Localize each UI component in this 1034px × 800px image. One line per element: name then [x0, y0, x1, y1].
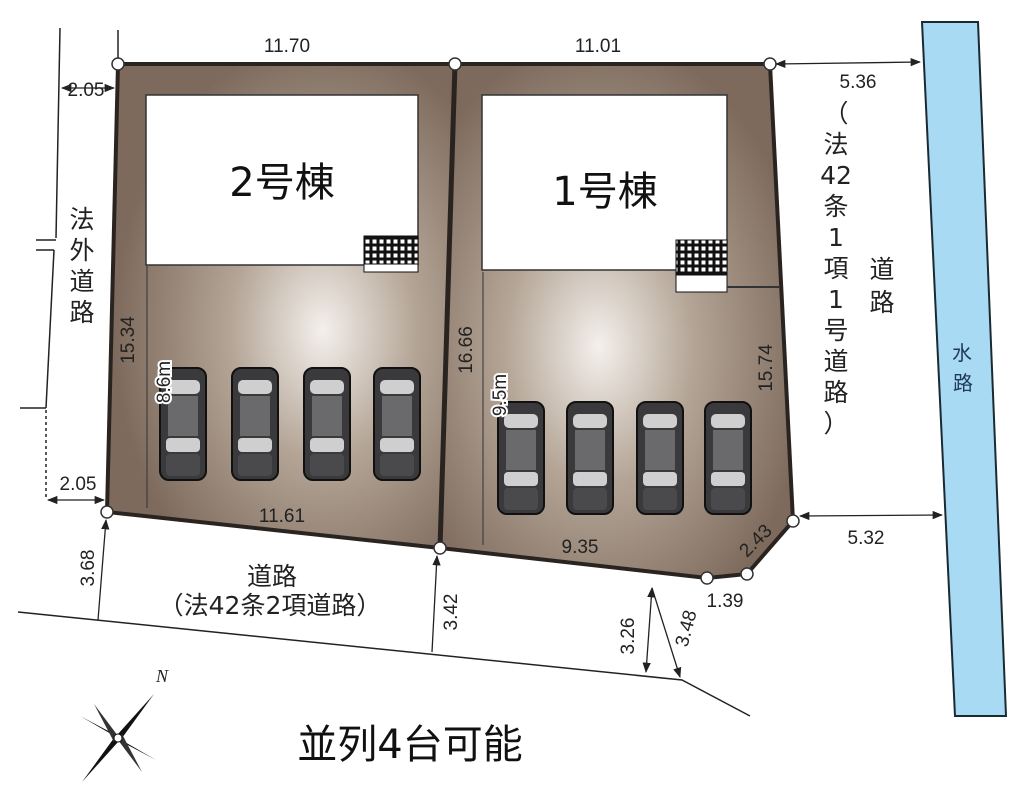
dim-road-width-right-b: 3.48 [672, 608, 702, 649]
road-label-char: 路 [823, 378, 848, 407]
boundary-pin [111, 57, 125, 71]
road-label-char: 42 [820, 161, 852, 190]
stairs-1 [675, 239, 728, 276]
building-2-label: 2号棟 [229, 160, 334, 206]
road-label-char: 号 [823, 316, 848, 345]
south-road-label: 道路 [247, 562, 297, 591]
road-label-char: 法 [823, 130, 848, 159]
dim-lot1-right: 15.74 [756, 344, 777, 392]
car-icon [704, 401, 752, 515]
road-label-char: 路 [869, 288, 894, 317]
road-label-char: 項 [823, 254, 848, 283]
boundary-pin [763, 57, 777, 71]
parking-depth-1: 9.5m [490, 374, 511, 416]
road-label-char: 条 [823, 192, 848, 221]
boundary-pin [700, 571, 714, 585]
car-icon [373, 367, 421, 481]
dim-lot2-left: 15.34 [118, 316, 139, 364]
building-1-label: 1号棟 [552, 169, 657, 215]
waterway-label-1: 水 [952, 341, 972, 365]
dim-top-lot1: 11.01 [575, 36, 621, 57]
car-icon [303, 367, 351, 481]
dim-left-bottom-offset: 2.05 [60, 474, 97, 495]
car-icon [159, 367, 207, 481]
car-icon [231, 367, 279, 481]
parking-depth-2: 8.6m [154, 361, 175, 403]
porch-1 [675, 274, 728, 293]
dim-left-top-offset: 2.05 [68, 80, 105, 101]
caption: 並列4台可能 [297, 722, 522, 768]
porch-2 [363, 263, 419, 273]
boundary-pin [448, 57, 462, 71]
dim-top-lot2: 11.70 [264, 36, 310, 57]
road-label-char: ） [823, 409, 848, 438]
dim-road-width-left: 3.68 [78, 550, 99, 587]
boundary-pins [100, 57, 800, 585]
road-label-char: 1 [828, 285, 844, 314]
car-icon [636, 401, 684, 515]
boundary-pin [786, 514, 800, 528]
dim-lot1-bottom: 9.35 [562, 537, 599, 558]
road-label-char: 1 [828, 223, 844, 252]
waterway-label-2: 路 [953, 371, 973, 395]
dim-right-bottom-offset: 5.32 [848, 528, 885, 549]
south-road-boundary [17, 611, 751, 717]
dim-corner-bottom: 1.39 [707, 591, 744, 612]
boundary-pin [740, 567, 754, 581]
right-road-label-2: 道路 [869, 255, 894, 317]
dim-lot2-bottom: 11.61 [259, 506, 305, 527]
waterway [920, 21, 1008, 717]
dim-lot-divider: 16.66 [456, 326, 477, 374]
car-icon [497, 401, 545, 515]
road-label-char: 道 [69, 267, 94, 296]
car-icon [566, 401, 614, 515]
compass-north-label: N [155, 666, 169, 686]
road-label-char: 道 [823, 347, 848, 376]
dim-road-width-right-a: 3.26 [618, 618, 639, 655]
stairs-2 [363, 235, 419, 265]
parking-spaces [159, 367, 752, 515]
left-road-boundary [20, 27, 119, 500]
dim-right-top-offset: 5.36 [840, 72, 877, 93]
dimension-arrows [46, 57, 944, 678]
south-road-type: （法42条2項道路） [159, 591, 382, 620]
north-compass-icon [80, 694, 156, 782]
lot-divider [437, 63, 458, 549]
boundary-pin [100, 505, 114, 519]
road-label-char: 外 [69, 236, 94, 265]
dim-road-width-mid: 3.42 [441, 594, 462, 631]
road-label-char: 法 [69, 205, 94, 234]
road-label-char: （ [823, 99, 848, 128]
road-label-char: 路 [69, 298, 94, 327]
boundary-pin [433, 541, 447, 555]
road-label-char: 道 [869, 255, 894, 284]
